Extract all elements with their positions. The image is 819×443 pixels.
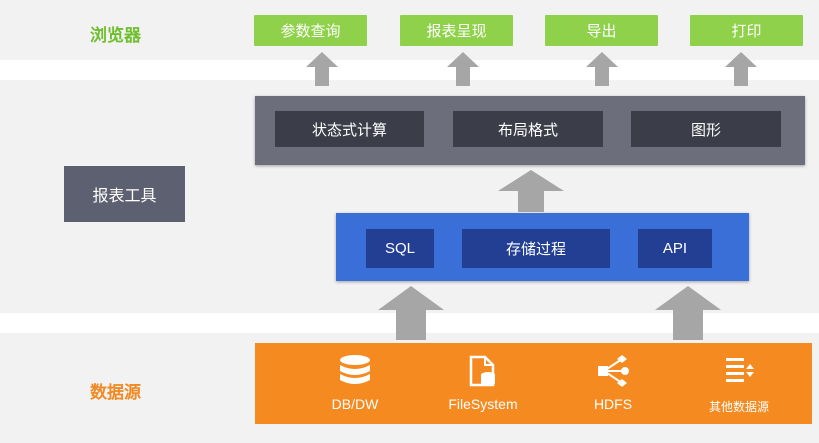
arrow-up-icon — [725, 52, 757, 86]
graphics-box: 图形 — [631, 111, 781, 147]
stateful-compute-box: 状态式计算 — [275, 111, 424, 147]
print-box: 打印 — [690, 15, 803, 46]
arrow-up-icon — [447, 52, 479, 86]
source-label: DB/DW — [331, 396, 379, 412]
network-nodes-icon — [598, 355, 629, 387]
source-label: HDFS — [593, 396, 633, 412]
data-access-panel: SQL 存储过程 API — [336, 213, 749, 281]
layout-format-box: 布局格式 — [453, 111, 603, 147]
data-source-lane-label: 数据源 — [90, 383, 141, 402]
source-label: FileSystem — [448, 396, 518, 412]
arrow-up-icon — [378, 286, 444, 340]
browser-lane-label: 浏览器 — [90, 26, 141, 45]
arrow-up-icon — [586, 52, 618, 86]
arrow-up-icon — [498, 170, 564, 212]
source-hdfs: HDFS — [553, 343, 673, 424]
file-icon — [469, 355, 495, 387]
database-icon — [340, 355, 370, 384]
data-sources-panel: DB/DW FileSystem HDFS — [255, 343, 812, 424]
arrow-up-icon — [655, 286, 721, 340]
stored-procedure-box: 存储过程 — [462, 229, 610, 268]
param-query-box: 参数查询 — [254, 15, 367, 46]
report-display-box: 报表呈现 — [400, 15, 513, 46]
report-tool-label: 报表工具 — [64, 166, 185, 222]
source-filesystem: FileSystem — [423, 343, 543, 424]
sql-box: SQL — [366, 229, 434, 268]
source-db-dw: DB/DW — [295, 343, 415, 424]
export-box: 导出 — [545, 15, 658, 46]
api-box: API — [638, 229, 712, 268]
arrow-up-icon — [306, 52, 338, 86]
source-label: 其他数据源 — [708, 400, 769, 414]
source-other: 其他数据源 — [679, 343, 799, 424]
list-sort-icon — [726, 358, 754, 382]
engine-panel: 状态式计算 布局格式 图形 — [255, 96, 805, 165]
